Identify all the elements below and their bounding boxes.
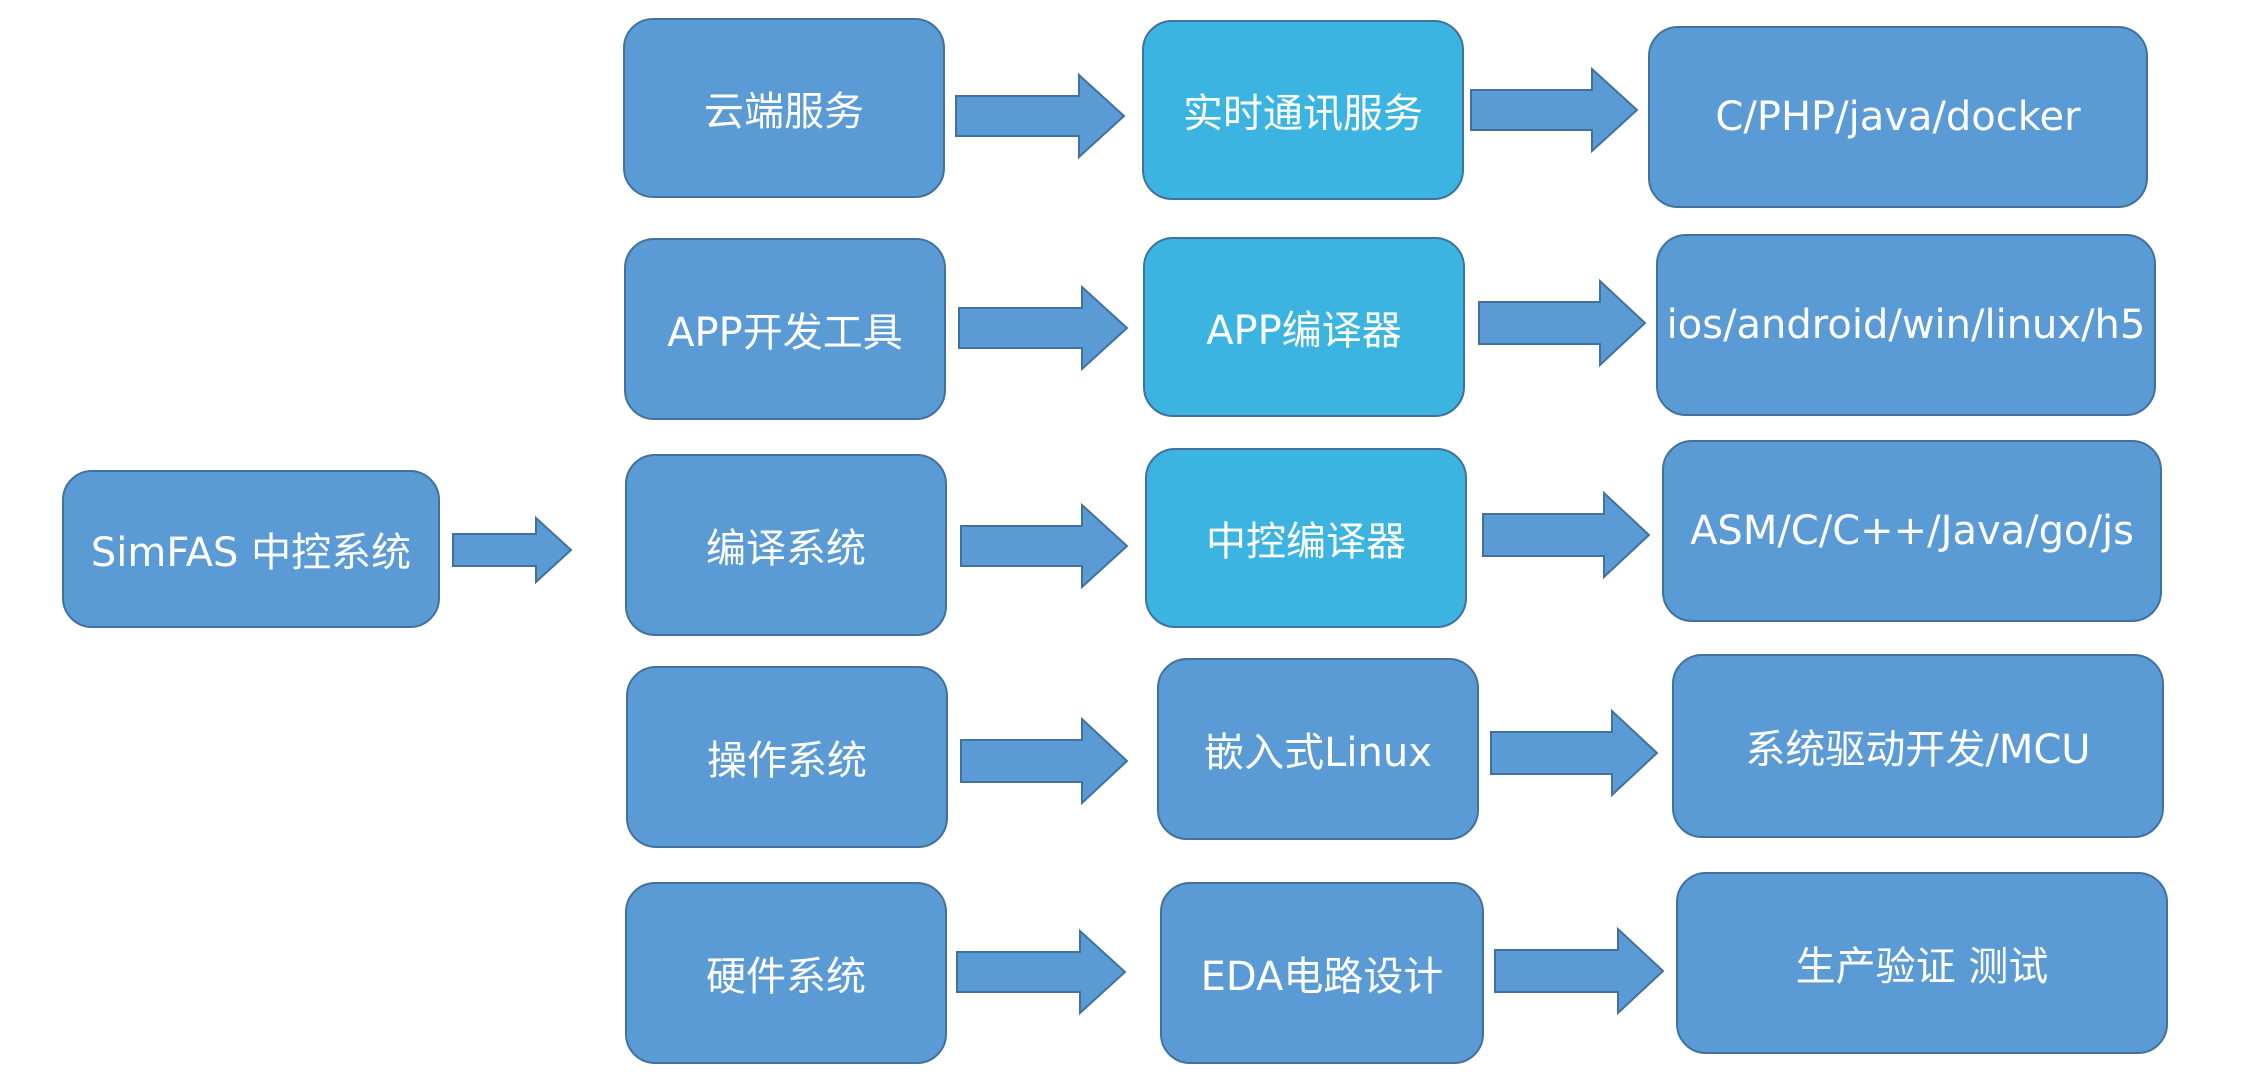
component-node-2: APP编译器 — [1143, 237, 1465, 417]
output-node-3: ASM/C/C++/Java/go/js — [1662, 440, 2162, 622]
category-label-4: 操作系统 — [707, 738, 867, 784]
output-label-4: 系统驱动开发/MCU — [1745, 727, 2091, 773]
arrow-row2-a — [958, 284, 1129, 372]
root-node-simfas: SimFAS 中控系统 — [62, 470, 440, 628]
category-node-4: 操作系统 — [626, 666, 948, 848]
component-node-5: EDA电路设计 — [1160, 882, 1484, 1064]
arrow-row3-a — [960, 502, 1129, 590]
output-label-5: 生产验证 测试 — [1795, 944, 2049, 990]
arrow-row4-b — [1490, 708, 1659, 798]
category-node-3: 编译系统 — [625, 454, 947, 636]
arrow-row2-b — [1478, 278, 1647, 368]
component-label-3: 中控编译器 — [1206, 519, 1406, 565]
category-label-3: 编译系统 — [706, 526, 866, 572]
arrow-row1-b — [1470, 66, 1639, 154]
output-node-4: 系统驱动开发/MCU — [1672, 654, 2164, 838]
output-label-2: ios/android/win/linux/h5 — [1666, 302, 2146, 348]
component-label-2: APP编译器 — [1206, 308, 1402, 354]
root-arrow — [452, 515, 573, 585]
component-node-1: 实时通讯服务 — [1142, 20, 1464, 200]
component-label-1: 实时通讯服务 — [1183, 91, 1423, 137]
category-node-2: APP开发工具 — [624, 238, 946, 420]
component-node-4: 嵌入式Linux — [1157, 658, 1479, 840]
category-label-5: 硬件系统 — [706, 954, 866, 1000]
output-label-1: C/PHP/java/docker — [1715, 94, 2081, 140]
root-node-label: SimFAS 中控系统 — [90, 530, 412, 576]
output-node-2: ios/android/win/linux/h5 — [1656, 234, 2156, 416]
component-node-3: 中控编译器 — [1145, 448, 1467, 628]
arrow-row1-a — [955, 72, 1126, 160]
category-label-1: 云端服务 — [704, 89, 864, 135]
component-label-4: 嵌入式Linux — [1204, 730, 1432, 776]
output-label-3: ASM/C/C++/Java/go/js — [1690, 508, 2134, 554]
arrow-row5-b — [1494, 926, 1665, 1016]
output-node-1: C/PHP/java/docker — [1648, 26, 2148, 208]
category-node-1: 云端服务 — [623, 18, 945, 198]
arrow-row4-a — [960, 716, 1129, 806]
arrow-row3-b — [1482, 490, 1651, 580]
component-label-5: EDA电路设计 — [1200, 954, 1444, 1000]
category-label-2: APP开发工具 — [667, 310, 903, 356]
category-node-5: 硬件系统 — [625, 882, 947, 1064]
output-node-5: 生产验证 测试 — [1676, 872, 2168, 1054]
arrow-row5-a — [956, 928, 1127, 1016]
